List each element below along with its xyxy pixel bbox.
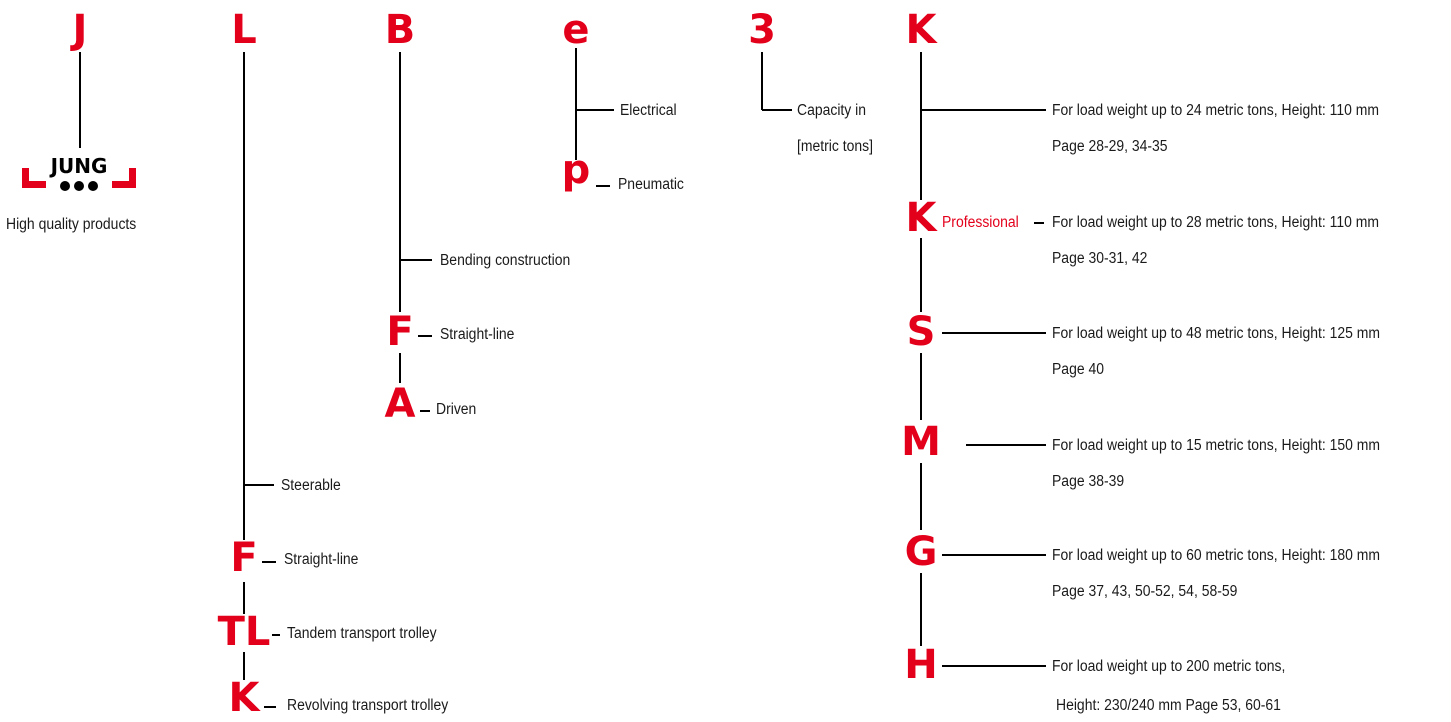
- label-tandem-trolley: Tandem transport trolley: [287, 625, 437, 642]
- letter-k: K: [905, 7, 937, 53]
- letter-tl: TL: [217, 609, 271, 655]
- letter-b: B: [384, 7, 416, 53]
- page-row: Page 30-31, 42: [1052, 250, 1148, 267]
- page-row: Page 37, 43, 50-52, 54, 58-59: [1052, 583, 1238, 600]
- label-driven: Driven: [436, 401, 477, 418]
- desc-row: For load weight up to 24 metric tons, He…: [1052, 102, 1379, 119]
- label-revolving-trolley: Revolving transport trolley: [287, 697, 449, 714]
- jung-logo-icon: JUNG: [22, 154, 136, 191]
- dash: [420, 410, 430, 412]
- page-row: Page 40: [1052, 361, 1104, 378]
- dash: [264, 706, 276, 708]
- desc-row: For load weight up to 28 metric tons, He…: [1052, 214, 1379, 231]
- page-row: Height: 230/240 mm Page 53, 60-61: [1056, 697, 1281, 714]
- svg-text:JUNG: JUNG: [49, 154, 108, 178]
- letter-l: L: [231, 7, 257, 53]
- letter-a: A: [384, 381, 416, 427]
- label-capacity-1: Capacity in: [797, 102, 867, 119]
- label-steerable: Steerable: [281, 477, 341, 494]
- letter-b-f: F: [386, 309, 414, 355]
- page-row: Page 38-39: [1052, 473, 1125, 490]
- letter-s: S: [906, 309, 936, 355]
- label-straight-line-l: Straight-line: [284, 551, 359, 568]
- digit-3: 3: [748, 7, 776, 53]
- dash: [262, 561, 276, 563]
- letter-e: e: [562, 7, 590, 53]
- dash: [418, 335, 432, 337]
- dash: [1034, 222, 1044, 224]
- letter-h: H: [904, 642, 938, 688]
- label-electrical: Electrical: [620, 102, 677, 119]
- dash: [596, 185, 610, 187]
- label-straight-line-b: Straight-line: [440, 326, 515, 343]
- letter-l-k: K: [228, 675, 260, 721]
- page-row: Page 28-29, 34-35: [1052, 138, 1168, 155]
- label-capacity-2: [metric tons]: [797, 138, 873, 155]
- desc-row: For load weight up to 200 metric tons,: [1052, 658, 1286, 675]
- tagline: High quality products: [6, 216, 137, 233]
- label-bending-construction: Bending construction: [440, 252, 571, 269]
- letter-m: M: [901, 419, 941, 465]
- dash: [272, 634, 280, 636]
- letter-j: J: [72, 7, 88, 53]
- label-pneumatic: Pneumatic: [618, 176, 684, 193]
- desc-row: For load weight up to 15 metric tons, He…: [1052, 437, 1380, 454]
- letter-p: p: [561, 147, 591, 193]
- label-professional: Professional: [942, 214, 1019, 231]
- desc-row: For load weight up to 48 metric tons, He…: [1052, 325, 1380, 342]
- letter-k-professional: K: [905, 195, 937, 241]
- letter-l-f: F: [230, 535, 258, 581]
- letter-g: G: [904, 529, 938, 575]
- desc-row: For load weight up to 60 metric tons, He…: [1052, 547, 1380, 564]
